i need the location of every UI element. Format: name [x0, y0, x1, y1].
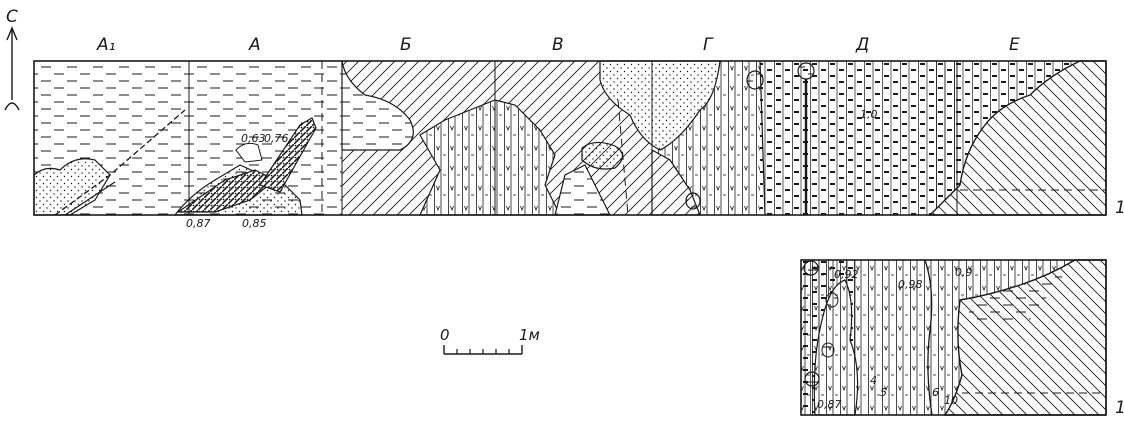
value-label: 0,98 — [898, 278, 923, 291]
value-label: 0,76 — [264, 132, 289, 145]
section-label-a1: А₁ — [96, 35, 115, 55]
value-label: 0,9 — [955, 266, 973, 279]
section-label-v: В — [552, 35, 564, 55]
section-label-a: А — [248, 35, 261, 55]
north-arrow-label: С — [6, 7, 18, 27]
upper-row-label: 1 — [1115, 198, 1124, 218]
number-label: 10 — [944, 394, 958, 407]
number-label: 5 — [880, 386, 887, 399]
brick-zone-d — [760, 61, 960, 215]
value-label: 0,85 — [242, 217, 267, 230]
lower-section-panel: 1 0,92 0,98 0,9 0,87 4 5 6 10 — [800, 259, 1124, 418]
section-label-g: Г — [703, 35, 714, 55]
north-arrow: С — [4, 7, 20, 111]
value-label: 1,0 — [860, 108, 878, 121]
value-label: 0,87 — [817, 398, 842, 411]
lower-panel-frame — [800, 259, 1107, 416]
number-label: 4 — [870, 374, 877, 387]
scale-start-label: 0 — [440, 326, 450, 344]
upper-section-panel: А₁ А Б В Г Д Е 1 0,63 0,76 0,87 0,85 1,0 — [33, 35, 1124, 230]
number-label: 6 — [932, 386, 939, 399]
value-label: 0,92 — [834, 268, 859, 281]
scale-end-label: 1м — [519, 326, 540, 344]
section-label-b: Б — [400, 35, 412, 55]
section-label-e: Е — [1009, 35, 1020, 55]
upper-panel-frame — [33, 60, 1107, 216]
section-label-d: Д — [855, 35, 869, 55]
value-label: 0,63 — [241, 132, 266, 145]
scale-bar: 0 1м — [440, 326, 540, 355]
value-label: 0,87 — [186, 217, 211, 230]
lower-row-label: 1 — [1115, 398, 1124, 418]
